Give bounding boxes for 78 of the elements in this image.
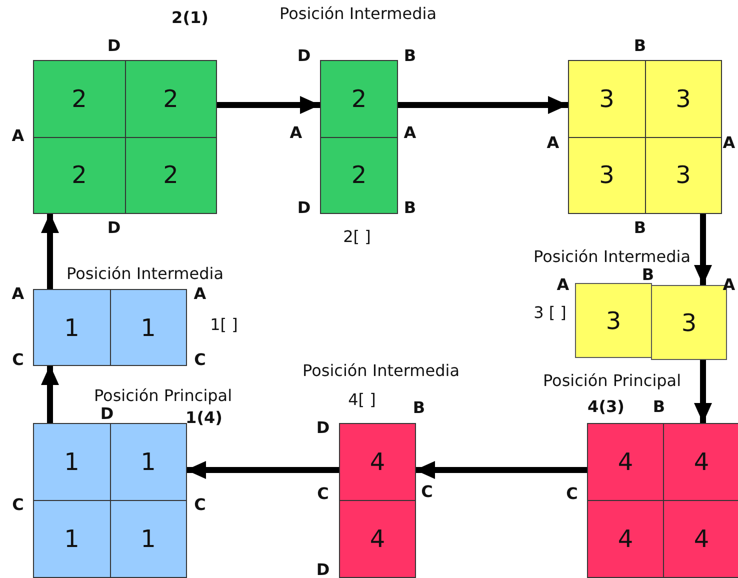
stage-label: 4(3): [588, 398, 624, 416]
grid-cell: 1: [33, 500, 110, 578]
grid-cell: 1: [110, 500, 187, 578]
side-letter: C: [12, 351, 24, 369]
side-letter: D: [297, 199, 311, 217]
grid-cell: 4: [339, 423, 416, 501]
side-letter: B: [404, 199, 416, 217]
grid-cell: 1: [110, 289, 187, 366]
side-letter: A: [12, 127, 24, 145]
grid-cell: 2: [33, 60, 126, 138]
side-letter: B: [412, 399, 426, 417]
side-letter: A: [194, 285, 206, 303]
side-letter: A: [290, 124, 302, 142]
arrow: [216, 96, 320, 114]
side-letter: A: [12, 285, 24, 303]
position-heading: Posición Intermedia: [280, 5, 436, 23]
grid-board: [339, 423, 415, 577]
grid-board: [587, 423, 738, 577]
side-letter: C: [317, 485, 329, 503]
side-letter: B: [634, 219, 646, 237]
grid-cell: 4: [339, 500, 416, 578]
side-letter: C: [566, 485, 578, 503]
side-letter: D: [316, 561, 330, 578]
stage-label: 1(4): [186, 409, 222, 427]
arrow: [397, 96, 568, 114]
side-letter: D: [316, 419, 330, 437]
grid-cell: 3: [568, 60, 646, 138]
stage-note: 1[ ]: [210, 316, 238, 334]
arrow: [186, 461, 339, 479]
arrow: [41, 213, 59, 289]
grid-board: [33, 423, 186, 577]
side-letter: C: [12, 496, 24, 514]
side-letter: A: [722, 134, 736, 152]
position-heading: Posición Intermedia: [534, 248, 690, 266]
grid-cell: 4: [587, 500, 664, 578]
grid-cell: 3: [644, 136, 722, 214]
position-heading: Posición Principal: [542, 372, 682, 390]
grid-cell: 2: [33, 136, 126, 214]
grid-board: [33, 60, 216, 213]
stage-label: 2(1): [172, 9, 208, 27]
arrow: [694, 213, 712, 285]
side-letter: A: [546, 134, 560, 152]
side-letter: B: [634, 37, 646, 55]
side-letter: D: [100, 405, 114, 423]
arrow: [41, 365, 59, 423]
side-letter: B: [652, 398, 666, 416]
grid-cell: 1: [110, 423, 187, 501]
grid-cell: 2: [124, 60, 217, 138]
side-letter: C: [421, 483, 433, 501]
grid-board: [320, 60, 397, 213]
position-heading: Posición Principal: [94, 387, 232, 405]
side-letter: D: [107, 219, 121, 237]
grid-cell: 3: [644, 60, 722, 138]
grid-cell: 1: [33, 289, 110, 366]
side-letter: B: [404, 47, 416, 65]
position-heading: Posición Intermedia: [66, 265, 224, 283]
side-letter: A: [556, 276, 570, 294]
arrow: [415, 461, 587, 479]
grid-cell: 3: [568, 136, 646, 214]
side-letter: D: [297, 47, 311, 65]
square-tile: 3: [575, 283, 652, 358]
grid-cell: 2: [124, 136, 217, 214]
grid-board: [568, 60, 721, 213]
grid-cell: 2: [320, 136, 398, 214]
side-letter: A: [404, 124, 416, 142]
side-letter: C: [194, 351, 206, 369]
side-letter: C: [194, 496, 206, 514]
stage-note: 3 [ ]: [534, 304, 566, 322]
stage-note: 4[ ]: [348, 391, 376, 409]
side-letter: D: [107, 37, 121, 55]
position-heading: Posición Intermedia: [302, 362, 460, 380]
grid-cell: 1: [33, 423, 110, 501]
stage-note: 2[ ]: [343, 228, 371, 246]
side-letter: B: [642, 266, 654, 284]
grid-cell: 2: [320, 60, 398, 138]
arrow: [694, 360, 712, 423]
grid-cell: 4: [587, 423, 664, 501]
grid-board: [33, 289, 186, 365]
